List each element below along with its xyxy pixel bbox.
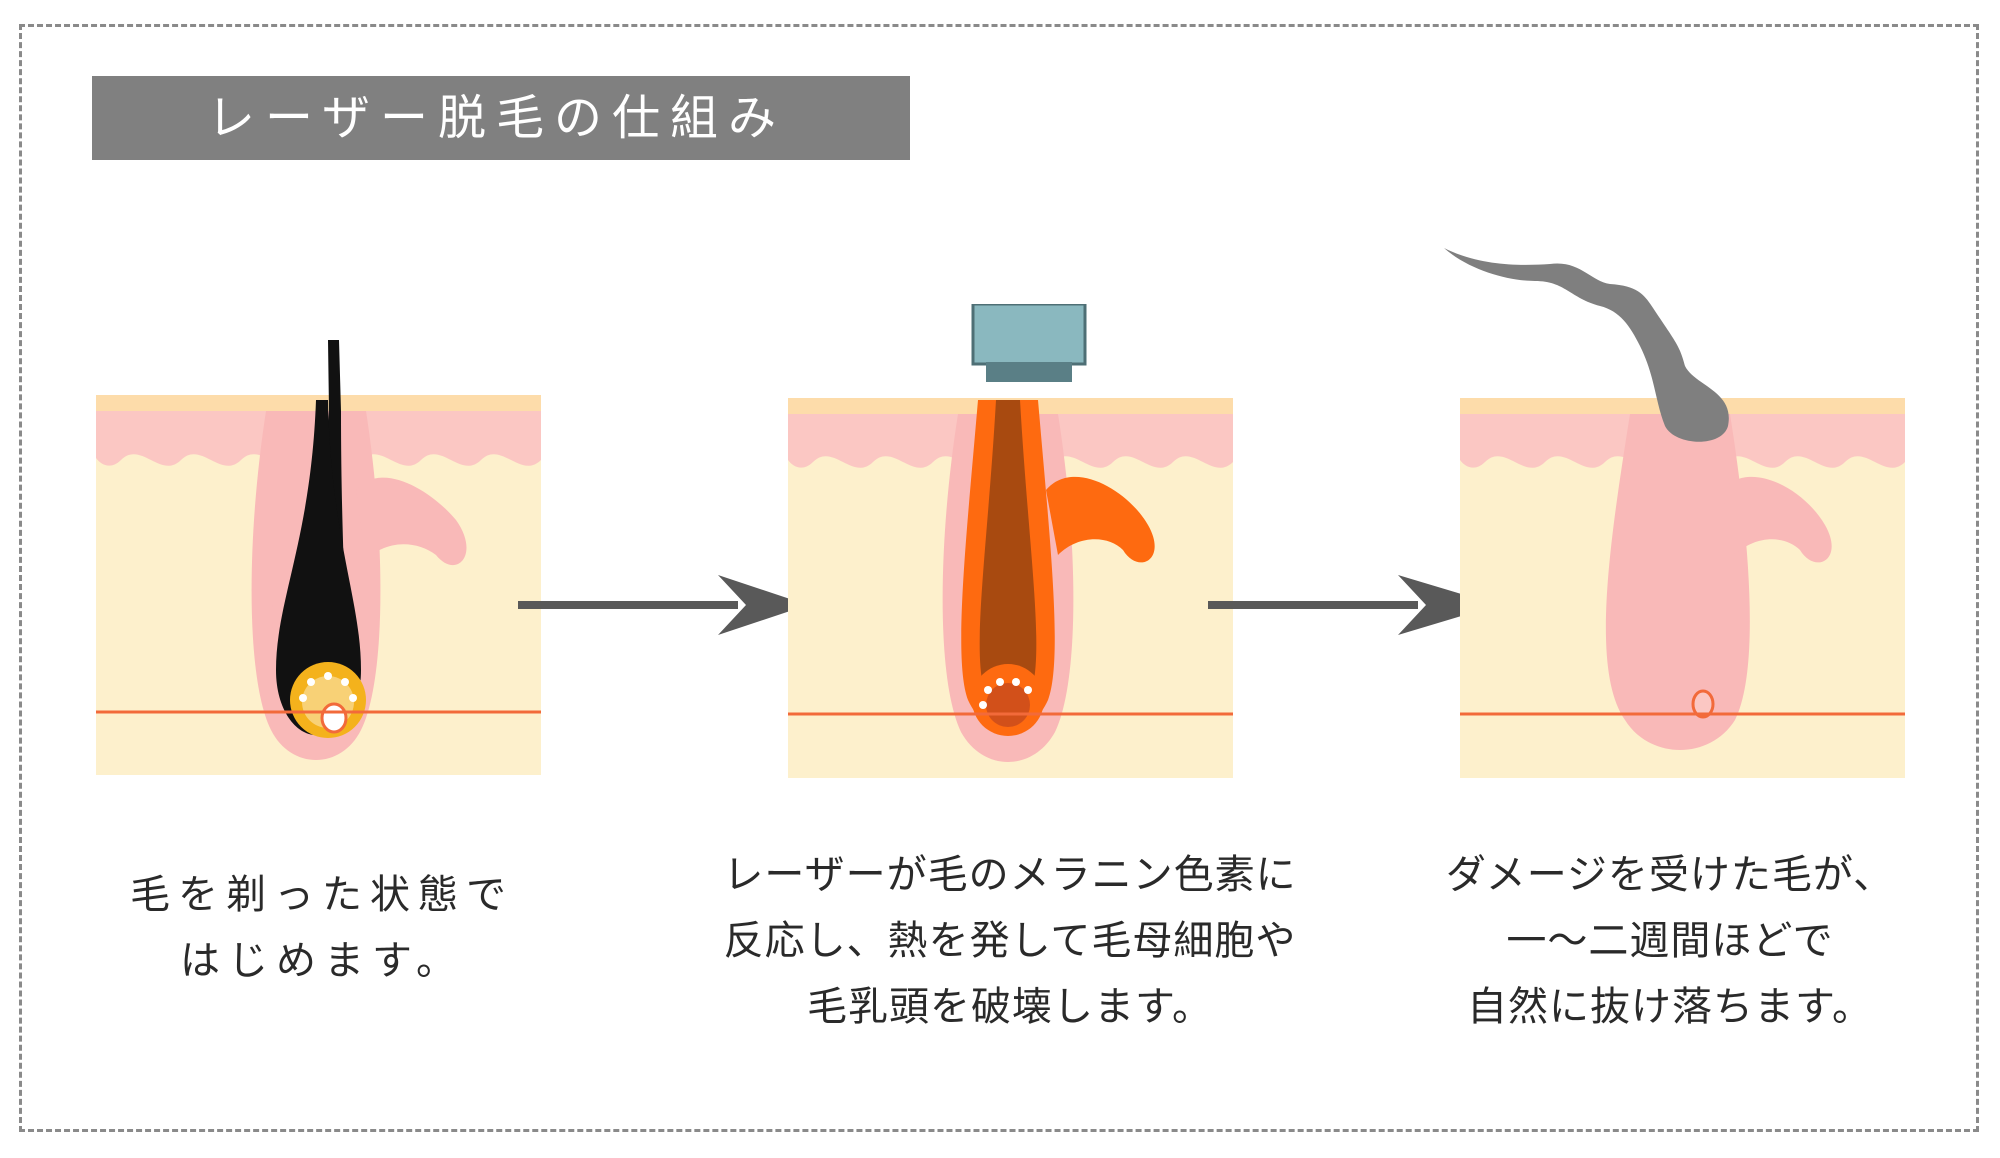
caption-line: はじめます。 — [180, 938, 464, 984]
arrow-right-icon — [1208, 570, 1508, 640]
page-title: レーザー脱毛の仕組み — [207, 90, 787, 146]
step-3-illustration — [1460, 340, 1920, 810]
arrow-right-icon — [518, 570, 818, 640]
fallen-hair-icon — [1440, 236, 1740, 446]
caption-line: レーザーが毛のメラニン色素に — [723, 852, 1297, 898]
step-1-caption: 毛を剃った状態で はじめます。 — [92, 862, 552, 994]
step-1-illustration — [96, 340, 556, 810]
caption-line: 一～二週間ほどで — [1506, 918, 1834, 964]
caption-line: 自然に抜け落ちます。 — [1467, 984, 1873, 1030]
step-3-caption: ダメージを受けた毛が、 一～二週間ほどで 自然に抜け落ちます。 — [1400, 842, 1940, 1040]
diagram-frame — [19, 24, 1979, 1132]
caption-line: 反応し、熱を発して毛母細胞や — [723, 918, 1297, 964]
caption-line: 毛を剃った状態で — [130, 872, 514, 918]
laser-device-icon — [968, 302, 1088, 384]
hair-follicle-icon — [1460, 398, 1905, 778]
skin-cross-section-icon — [96, 340, 541, 775]
title-banner: レーザー脱毛の仕組み — [92, 76, 910, 160]
caption-line: 毛乳頭を破壊します。 — [807, 984, 1213, 1030]
laser-heating-icon — [788, 398, 1233, 778]
step-2-caption: レーザーが毛のメラニン色素に 反応し、熱を発して毛母細胞や 毛乳頭を破壊します。 — [680, 842, 1340, 1040]
step-2-illustration — [788, 340, 1248, 810]
caption-line: ダメージを受けた毛が、 — [1445, 852, 1895, 898]
